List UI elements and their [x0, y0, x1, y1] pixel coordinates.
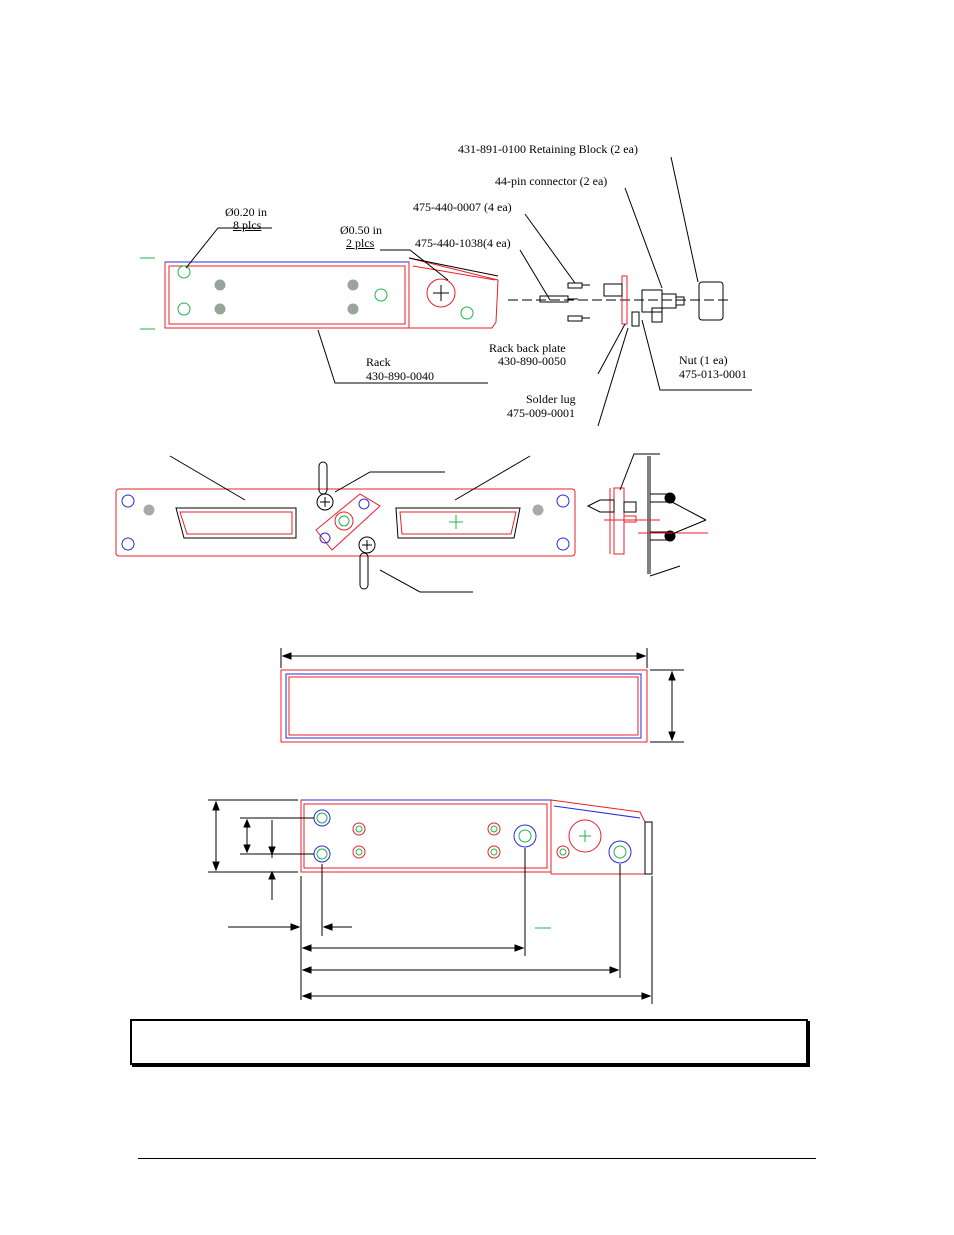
callout-nut-name: Nut (1 ea)	[679, 353, 728, 367]
callout-screw-long: 475-440-1038(4 ea)	[415, 236, 511, 250]
rack-side-view	[140, 156, 752, 427]
screw-long-icon	[539, 295, 578, 303]
nut-icon	[651, 307, 663, 323]
connector-cutout-left	[175, 507, 297, 539]
figure-caption-box	[130, 1019, 808, 1065]
back-plate-view	[115, 455, 576, 593]
callout-rack-pn: 430-890-0040	[366, 369, 434, 383]
retaining-block-icon	[698, 281, 724, 321]
side-screw-icon	[649, 492, 676, 542]
plate-mount-holes	[121, 494, 570, 551]
plate-leaders	[169, 455, 531, 593]
callout-retaining-block: 431-891-0100 Retaining Block (2 ea)	[458, 142, 638, 156]
connector-icon	[641, 289, 685, 313]
rack-dim-holes	[313, 809, 632, 864]
callout-rack-name: Rack	[366, 355, 391, 369]
screw-short-icon	[567, 282, 590, 322]
top-dimensions	[280, 648, 684, 743]
rack-top-view	[280, 648, 684, 743]
callout-screw-short: 475-440-0007 (4 ea)	[413, 200, 512, 214]
callout-back-plate-name: Rack back plate	[489, 341, 566, 355]
footer-rule	[138, 1158, 816, 1159]
callout-hole-large-dia: Ø0.50 in	[340, 223, 382, 237]
callout-connector: 44-pin connector (2 ea)	[495, 174, 608, 188]
callout-hole-small-count: 8 plcs	[233, 218, 262, 232]
callout-solder-lug-pn: 475-009-0001	[507, 406, 575, 420]
connector-cutout-right	[395, 507, 521, 539]
callout-leaders	[185, 156, 752, 427]
callout-solder-lug-name: Solder lug	[526, 392, 576, 406]
rack-dimension-view	[208, 799, 653, 1004]
callout-hole-small-dia: Ø0.20 in	[225, 205, 267, 219]
rack-dim-large-hole	[568, 819, 602, 853]
solder-lug-icon	[631, 311, 640, 327]
side-leaders	[619, 453, 707, 577]
rack-large-hole	[426, 278, 456, 308]
callout-back-plate-pn: 430-890-0050	[498, 354, 566, 368]
callout-nut-pn: 475-013-0001	[679, 367, 747, 381]
back-plate-side-view	[586, 453, 708, 577]
rack-side-holes	[177, 265, 474, 320]
lug-screw-icon	[316, 461, 376, 590]
ground-stud-icon	[315, 493, 381, 551]
callout-hole-large-count: 2 plcs	[346, 236, 375, 250]
rack-dimensions	[208, 799, 653, 1004]
